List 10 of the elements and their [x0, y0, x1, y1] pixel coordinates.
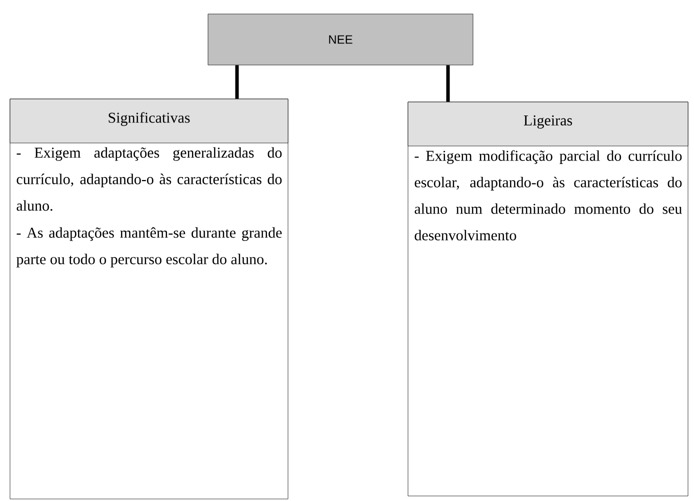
description-text: - Exigem modificação parcial do currículo escolar, adaptando-o às características do aluno num determinado momento do seu desenvolvimento: [414, 150, 682, 240]
column-header: Significativas: [108, 112, 190, 126]
column-box: [408, 102, 688, 496]
description-text: - Exigem adaptações generalizadas do currículo, adaptando-o às características do aluno.: [16, 147, 282, 211]
connector-line: [235, 65, 239, 99]
description-text: - As adaptações mantêm-se durante grande parte ou todo o percurso escolar do aluno.: [16, 227, 282, 268]
column-header: Ligeiras: [524, 115, 572, 129]
connector-line: [446, 65, 450, 102]
category-box: NEE: [208, 14, 474, 66]
column-box: [10, 98, 288, 500]
